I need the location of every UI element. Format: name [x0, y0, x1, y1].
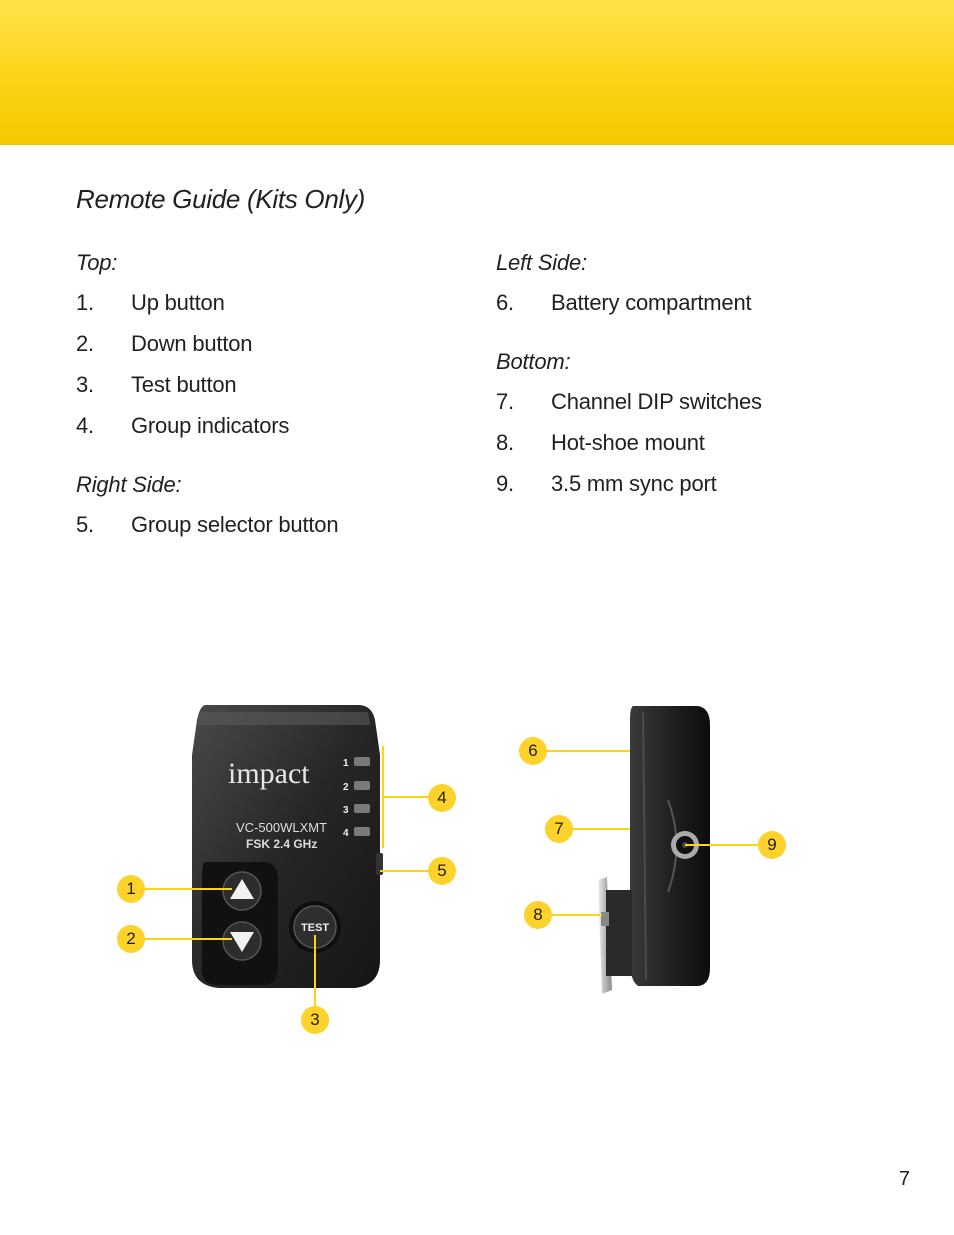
- item-number: 2.: [76, 331, 94, 356]
- list-item: 3. Test button: [76, 371, 476, 412]
- callout-8: 8: [524, 901, 552, 929]
- test-button-label: TEST: [301, 922, 329, 934]
- list-item: 9. 3.5 mm sync port: [496, 470, 896, 511]
- spec-label: FSK 2.4 GHz: [246, 837, 317, 851]
- callout-3: 3: [301, 1006, 329, 1034]
- callout-1: 1: [117, 875, 145, 903]
- list-item: 7. Channel DIP switches: [496, 388, 896, 429]
- item-label: Hot-shoe mount: [551, 430, 705, 455]
- section-heading-bottom: Bottom:: [496, 349, 571, 374]
- callout-2: 2: [117, 925, 145, 953]
- item-number: 1.: [76, 290, 94, 315]
- item-label: Up button: [131, 290, 225, 315]
- callout-5: 5: [428, 857, 456, 885]
- group-number: 3: [343, 805, 349, 816]
- item-number: 3.: [76, 372, 94, 397]
- item-number: 5.: [76, 512, 94, 537]
- item-label: 3.5 mm sync port: [551, 471, 717, 496]
- callout-7: 7: [545, 815, 573, 843]
- section-heading-top: Top:: [76, 250, 118, 275]
- page-title: Remote Guide (Kits Only): [76, 184, 366, 214]
- right-column: Left Side: 6. Battery compartment Bottom:…: [496, 249, 896, 511]
- item-number: 4.: [76, 413, 94, 438]
- item-number: 6.: [496, 290, 514, 315]
- section-heading-left-side: Left Side:: [496, 250, 587, 275]
- list-item: 2. Down button: [76, 330, 476, 371]
- list-item: 8. Hot-shoe mount: [496, 429, 896, 470]
- section-heading-right-side: Right Side:: [76, 472, 182, 497]
- down-arrow-icon: [230, 932, 254, 952]
- callout-4: 4: [428, 784, 456, 812]
- item-number: 8.: [496, 430, 514, 455]
- list-item: 6. Battery compartment: [496, 289, 896, 330]
- item-number: 7.: [496, 389, 514, 414]
- leader-lines: [145, 746, 758, 1010]
- callout-9: 9: [758, 831, 786, 859]
- remote-front-view: impact VC-500WLXMT FSK 2.4 GHz 1 2 3 4 T…: [192, 705, 383, 988]
- group-indicators: 1 2 3 4: [343, 757, 370, 839]
- group-led: [354, 781, 370, 790]
- group-number: 2: [343, 782, 349, 793]
- callout-6: 6: [519, 737, 547, 765]
- group-number: 4: [343, 828, 349, 839]
- list-item: 5. Group selector button: [76, 511, 476, 552]
- group-led: [354, 804, 370, 813]
- list-item: 1. Up button: [76, 289, 476, 330]
- model-label: VC-500WLXMT: [236, 820, 327, 835]
- remote-side-view: [598, 706, 710, 994]
- up-arrow-icon: [230, 879, 254, 899]
- item-label: Group indicators: [131, 413, 290, 438]
- left-column: Top: 1. Up button 2. Down button 3. Test bu…: [76, 249, 476, 552]
- item-label: Test button: [131, 372, 237, 397]
- item-label: Channel DIP switches: [551, 389, 762, 414]
- item-number: 9.: [496, 471, 514, 496]
- group-selector-button[interactable]: [376, 853, 383, 875]
- item-label: Group selector button: [131, 512, 339, 537]
- item-label: Down button: [131, 331, 253, 356]
- page-number: 7: [898, 1168, 910, 1190]
- list-item: 4. Group indicators: [76, 412, 476, 453]
- item-label: Battery compartment: [551, 290, 752, 315]
- brand-logo: impact: [228, 757, 310, 790]
- group-number: 1: [343, 758, 349, 769]
- group-led: [354, 757, 370, 766]
- group-led: [354, 827, 370, 836]
- header-banner: [0, 0, 954, 145]
